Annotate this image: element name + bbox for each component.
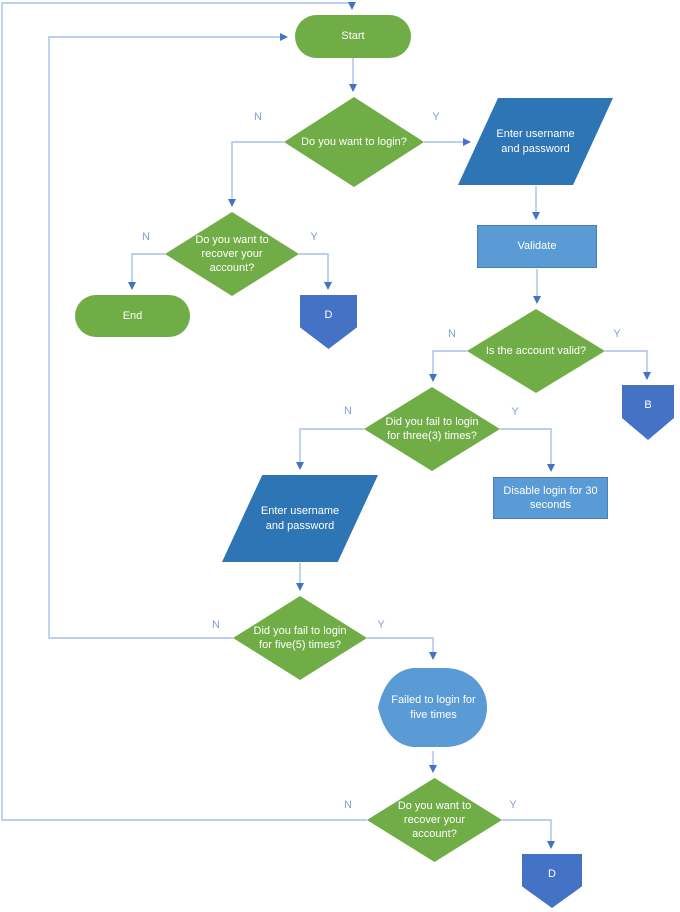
node-connector-d-1: D [300, 295, 357, 349]
node-label: Is the account valid? [485, 344, 587, 357]
terminator-shape [75, 295, 190, 337]
edge-label-fail3-yes: Y [511, 406, 519, 418]
edge-valid-no [429, 350, 467, 382]
node-label: End [122, 309, 143, 322]
edge-label-fail5-yes: Y [377, 619, 385, 631]
edge-fail3-yes [500, 428, 555, 472]
node-enter-credentials-1: Enter username and password [458, 98, 613, 185]
node-label: Failed to login for five times [391, 694, 476, 721]
edge-label-fail3-no: N [344, 405, 352, 417]
node-end: End [75, 295, 190, 337]
node-validate: Validate [477, 225, 597, 268]
node-connector-d-2: D [522, 854, 582, 908]
node-start: Start [295, 15, 411, 58]
node-question-login: Do you want to login? [284, 97, 424, 187]
node-question-recover-2: Do you want to recover your account? [367, 778, 502, 862]
edge-login-no [228, 141, 284, 207]
node-connector-b: B [622, 385, 674, 440]
node-label: Did you fail to login for five(5) times? [253, 624, 347, 651]
edge-label-login-yes: Y [432, 111, 440, 123]
node-failed-login-display: Failed to login for five times [377, 665, 490, 750]
node-label: Validate [517, 240, 557, 253]
node-question-account-valid: Is the account valid? [467, 309, 605, 393]
edge-recover1-yes [299, 253, 332, 290]
node-label: Do you want to recover your account? [397, 799, 472, 841]
edge-fail5-yes [367, 637, 437, 660]
terminator-shape [295, 15, 411, 58]
edge-valid-yes [605, 350, 651, 380]
node-label: Disable login for 30 seconds [503, 484, 598, 511]
node-enter-credentials-2: Enter username and password [222, 475, 378, 562]
node-label: Start [341, 30, 365, 43]
edge-recover2-no-loop [1, 2, 367, 821]
edge-recover1-no [128, 253, 165, 290]
edge-label-login-no: N [254, 111, 262, 123]
node-disable-login: Disable login for 30 seconds [493, 477, 608, 519]
edge-fail5-no-loop [48, 33, 288, 639]
edge-fail3-no [296, 428, 364, 470]
edge-recover2-yes [502, 819, 555, 849]
edge-label-fail5-no: N [212, 619, 220, 631]
node-label: Enter username and password [260, 505, 340, 532]
node-label: Enter username and password [496, 128, 575, 155]
edge-label-recover1-no: N [142, 231, 150, 243]
node-question-fail-five: Did you fail to login for five(5) times? [233, 596, 367, 680]
node-question-recover-1: Do you want to recover your account? [165, 212, 299, 296]
process-shape [493, 477, 608, 519]
edge-label-valid-no: N [448, 328, 456, 340]
node-label: D [548, 867, 556, 880]
edge-label-recover2-yes: Y [509, 799, 517, 811]
node-label: Do you want to recover your account? [195, 233, 269, 275]
edge-label-recover2-no: N [344, 799, 352, 811]
process-shape [477, 225, 597, 268]
node-label: Do you want to login? [301, 135, 407, 148]
node-label: B [644, 399, 652, 412]
node-label: D [324, 308, 333, 321]
display-shape [378, 668, 487, 747]
edge-label-valid-yes: Y [613, 328, 621, 340]
node-question-fail-three: Did you fail to login for three(3) times… [364, 387, 500, 471]
node-label: Did you fail to login for three(3) times… [385, 415, 479, 442]
edge-label-recover1-yes: Y [310, 231, 318, 243]
